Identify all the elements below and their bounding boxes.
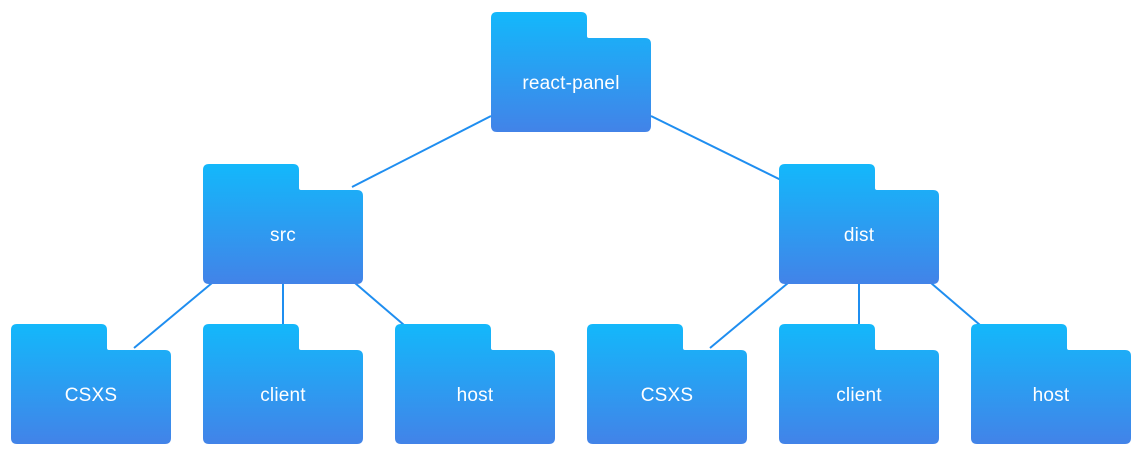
connector-root-dist xyxy=(650,115,782,181)
folder-dist[interactable]: dist xyxy=(779,164,939,284)
folder-label: CSXS xyxy=(640,385,694,406)
folder-label: host xyxy=(456,385,494,406)
folder-dist-host[interactable]: host xyxy=(971,324,1131,444)
connector-src-host xyxy=(354,282,405,326)
connector-src-csxs xyxy=(133,282,213,349)
folder-label: CSXS xyxy=(64,385,118,406)
folder-react-panel[interactable]: react-panel xyxy=(491,12,651,132)
folder-dist-client[interactable]: client xyxy=(779,324,939,444)
folder-label: host xyxy=(1032,385,1070,406)
folder-src-client[interactable]: client xyxy=(203,324,363,444)
folder-label: dist xyxy=(843,225,875,246)
folder-dist-csxs[interactable]: CSXS xyxy=(587,324,747,444)
folder-src[interactable]: src xyxy=(203,164,363,284)
folder-label: client xyxy=(836,385,882,406)
connector-dist-csxs xyxy=(709,282,789,349)
folder-label: src xyxy=(270,225,296,246)
folder-src-host[interactable]: host xyxy=(395,324,555,444)
folder-label: react-panel xyxy=(522,73,620,94)
connector-dist-host xyxy=(930,282,981,326)
folder-label: client xyxy=(260,385,306,406)
connector-root-src xyxy=(351,115,492,188)
folder-src-csxs[interactable]: CSXS xyxy=(11,324,171,444)
